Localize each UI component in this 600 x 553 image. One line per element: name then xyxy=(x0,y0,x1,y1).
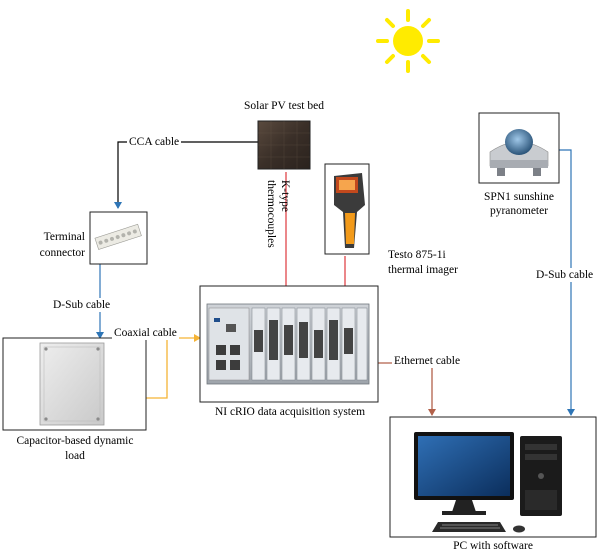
pyranometer-icon xyxy=(478,112,560,184)
crio-chassis-icon xyxy=(199,285,379,403)
label-dsub-right: D-Sub cable xyxy=(534,268,596,282)
label-crio: NI cRIO data acquisition system xyxy=(214,406,366,418)
label-pc: PC with software xyxy=(453,540,533,552)
label-spn1: SPN1 sunshine pyranometer xyxy=(484,191,554,217)
label-terminal: Terminal connector xyxy=(39,231,85,259)
label-solar-pv: Solar PV test bed xyxy=(244,100,324,112)
dsub-cable-right-line xyxy=(559,149,575,416)
enclosure-box-icon xyxy=(2,337,147,431)
label-coaxial: Coaxial cable xyxy=(112,326,179,340)
label-ethernet: Ethernet cable xyxy=(392,354,463,368)
thermal-camera-icon xyxy=(324,163,370,255)
solar-panel-icon xyxy=(257,120,311,170)
cca-cable-line xyxy=(114,141,258,209)
coaxial-cable-line xyxy=(146,334,201,399)
label-cca-cable: CCA cable xyxy=(127,135,182,149)
label-dsub-left: D-Sub cable xyxy=(51,298,113,312)
desktop-pc-icon xyxy=(389,416,597,538)
label-k-type-thermocouples: K-type thermocouples xyxy=(265,180,291,248)
sun-icon xyxy=(376,9,440,73)
label-testo: Testo 875-1i thermal imager xyxy=(388,249,458,276)
label-load: Capacitor-based dynamic load xyxy=(16,435,134,462)
terminal-connector-icon xyxy=(89,211,148,265)
